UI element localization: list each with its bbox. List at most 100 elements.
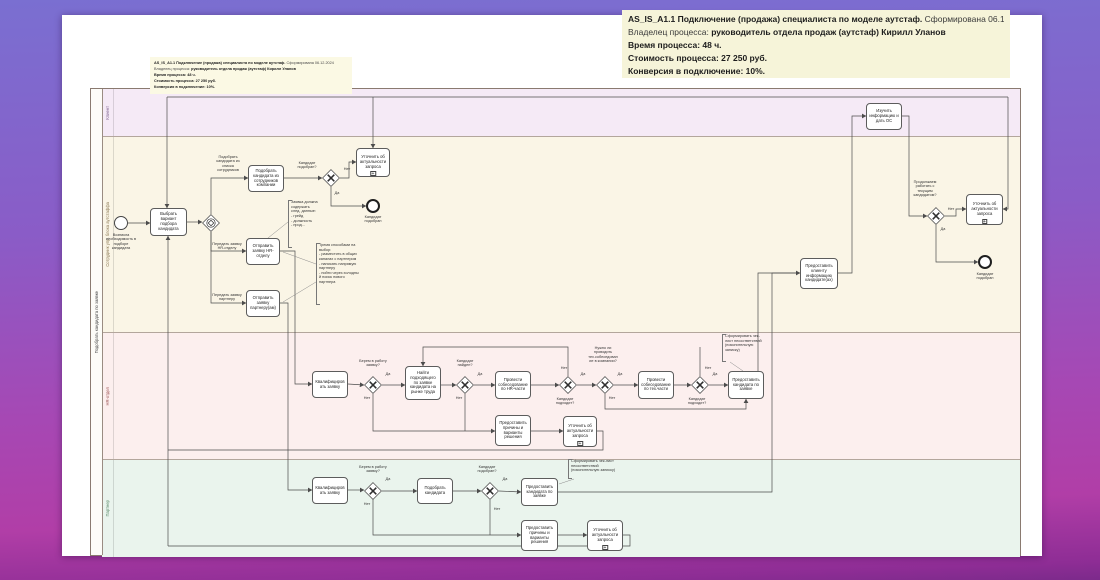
edge-label-26: Нет [704,366,712,370]
edge-label-3: Кандидат подобран [976,272,994,281]
task-qualify-request-hr[interactable]: Квалифицировать заявку [312,371,348,398]
subprocess-clarify-request-right[interactable]: Уточнить об актуальности запроса+ [966,194,1003,225]
edge-label-17: Да [477,372,483,376]
edge-label-31: Кандидат подобран? [477,465,497,474]
edge-label-25: Кандидат подходит? [687,397,707,406]
subprocess-plus-icon[interactable]: + [981,218,988,225]
process-owner: Владелец процесса: руководитель отдела п… [628,27,946,37]
exclusive-gateway-x-icon [691,376,709,394]
task-pick-candidate-partner[interactable]: Подобрать кандидата [417,478,453,504]
pool-label-text: Подобрать кандидата по заявке [94,290,99,354]
edge-label-15: Нет [363,396,371,400]
process-conversion-small: Конверсия в подключение: 10%. [154,85,216,89]
subprocess-plus-icon[interactable]: + [577,440,583,447]
gateway-need-tech-interview[interactable] [596,376,614,394]
subprocess-clarify-request-partner[interactable]: Уточнить об актуальности запроса+ [587,520,623,551]
edge-label-18: Нет [455,396,463,400]
edge-label-2: Кандидат подобран [364,215,382,224]
lane-label-text: Клиент [105,105,110,120]
edge-label-30: Нет [363,502,371,506]
edge-label-1: Возникла необходимость в подборе кандида… [106,233,136,251]
task-provide-candidate-hr[interactable]: Предоставить кандидата по заявке [728,371,764,399]
edge-label-4: Подобрать кандидата из списка сотруднико… [216,155,240,173]
process-time: Время процесса: 48 ч. [628,40,722,50]
exclusive-gateway-x-icon [364,376,382,394]
process-owner-small: Владелец процесса: руководитель отдела п… [154,67,296,71]
edge-label-19: Кандидат подходит? [555,397,575,406]
gateway-take-request-partner[interactable] [364,482,382,500]
process-time-small: Время процесса: 48 ч. [154,73,196,77]
exclusive-gateway-x-icon [456,376,474,394]
exclusive-gateway-x-icon [559,376,577,394]
process-info-small: AS_IS_A1.1 Подключение (продажа) специал… [150,57,352,94]
task-review-info-give-feedback[interactable]: Изучить информацию и дать ОС [866,103,902,130]
edge-label-9: Передать заявку партнеру [212,293,242,302]
edge-label-29: Да [385,477,391,481]
gateway-continue-with-candidate[interactable] [927,207,945,225]
process-title-small: AS_IS_A1.1 Подключение (продажа) специал… [154,61,334,65]
task-provide-candidate-partner[interactable]: Предоставить кандидата по заявке [521,478,558,506]
subprocess-plus-icon[interactable]: + [370,170,376,177]
edge-label-8: Передать заявку HR-отделу [212,242,242,251]
annotation-request-data: Заявка должна содержать след. данные: - … [288,200,331,248]
lane-label: HR-отдел [102,333,114,459]
lane-label: Клиент [102,89,114,136]
edge-label-27: Да [712,372,718,376]
start-event-need-candidate[interactable] [114,216,128,230]
annotation-checklist-partner: Сформировать чек-лист несоответствий (по… [568,459,623,479]
edge-label-33: Нет [493,507,501,511]
edge-label-12: Да [940,227,946,231]
task-find-candidate-market[interactable]: Найти подходящего по заявке кандидата на… [405,366,441,400]
edge-label-28: Берем в работу заявку? [359,465,387,474]
edge-label-32: Да [502,477,508,481]
subprocess-plus-icon[interactable]: + [602,544,608,551]
process-info-large: AS_IS_A1.1 Подключение (продажа) специал… [622,10,1010,78]
edge-label-16: Кандидат найден? [456,359,474,368]
lane-label-text: Партнер [105,500,110,517]
edge-label-13: Берем в работу заявку? [359,359,387,368]
exclusive-gateway-x-icon [322,169,340,187]
gateway-candidate-picked-top[interactable] [322,169,340,187]
task-send-request-partner[interactable]: Отправить заявку партнеру(ам) [246,290,280,317]
lane-label-text: HR-отдел [105,386,110,406]
edge-label-6: Нет [343,167,351,171]
edge-label-21: Да [580,372,586,376]
gateway-candidate-fits-2[interactable] [691,376,709,394]
process-cost-small: Стоимость процесса: 27 250 руб. [154,79,217,83]
edge-label-23: Да [617,372,623,376]
gateway-selection-channel[interactable] [202,214,220,232]
task-hr-interview[interactable]: Провести собеседование по HR-части [495,371,531,399]
task-choose-selection-option[interactable]: Выбрать вариант подбора кандидата [150,208,187,236]
gateway-take-request-hr[interactable] [364,376,382,394]
gateway-candidate-fits-1[interactable] [559,376,577,394]
process-cost: Стоимость процесса: 27 250 руб. [628,53,767,63]
task-send-request-hr[interactable]: Отправить заявку HR-отделу [246,238,280,265]
lane-3: HR-отдел [102,332,1020,459]
gateway-candidate-picked-partner[interactable] [481,482,499,500]
edge-label-14: Да [385,372,391,376]
event-gateway-icon [202,214,220,232]
subprocess-clarify-request-top[interactable]: Уточнить об актуальности запроса+ [356,148,390,177]
gateway-candidate-found-hr[interactable] [456,376,474,394]
lane-label: Сотрудник упр. блока аутстаффа [102,137,114,332]
annotation-three-ways: Тремя способами на выбор: - разместить в… [316,243,375,305]
task-pick-from-employees[interactable]: Подобрать кандидата из сотрудников компа… [248,165,284,192]
edge-label-22: Нужно ли проводить тех.собеседован ие в … [588,346,618,364]
task-qualify-request-partner[interactable]: Квалифицировать заявку [312,477,348,504]
edge-label-10: Продолжаем работать с текущим кандидатом… [913,180,937,198]
end-event-candidate-picked-top[interactable] [366,199,380,213]
subprocess-clarify-request-hr[interactable]: Уточнить об актуальности запроса+ [563,416,597,447]
process-title: AS_IS_A1.1 Подключение (продажа) специал… [628,14,1004,24]
lane-4: Партнер [102,459,1020,557]
edge-label-24: Нет [608,396,616,400]
end-event-candidate-picked-right[interactable] [978,255,992,269]
task-provide-client-info[interactable]: Предоставить клиенту информацию кандидат… [800,258,838,289]
edge-label-20: Нет [560,366,568,370]
edge-label-11: Нет [947,207,955,211]
task-provide-reasons-partner[interactable]: Предоставить причины и варианты решения [521,520,558,551]
lane-label: Партнер [102,460,114,557]
task-provide-reasons-hr[interactable]: Предоставить причины и варианты решения [495,415,531,446]
diagram-canvas[interactable]: AS_IS_A1.1 Подключение (продажа) специал… [62,15,1042,557]
task-tech-interview[interactable]: Провести собеседование по тех.части [638,371,674,399]
